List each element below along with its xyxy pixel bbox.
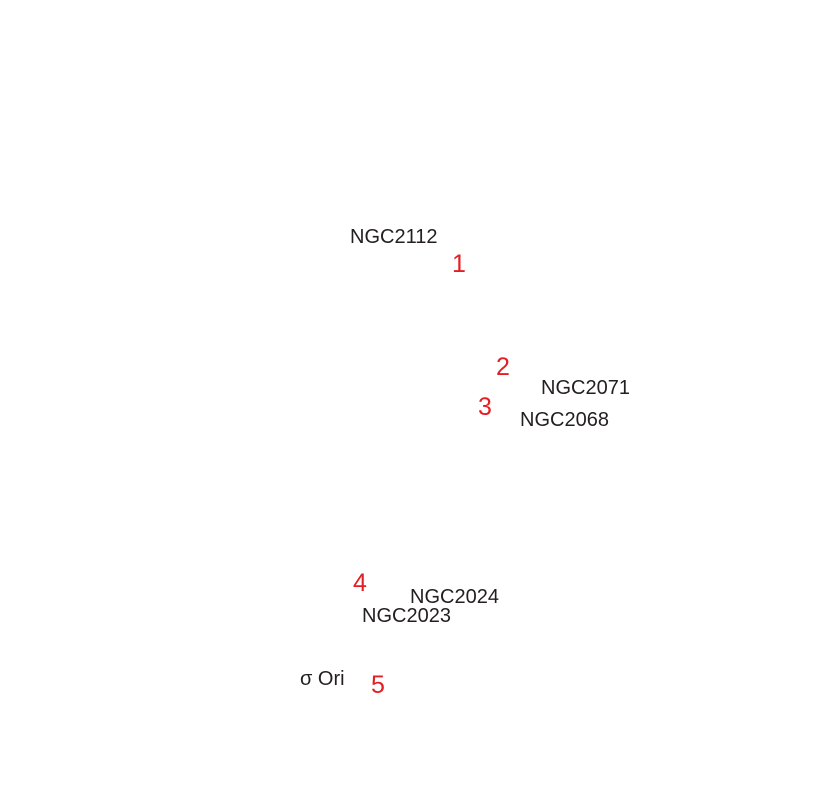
region-number-1: 1 bbox=[452, 250, 466, 278]
region-number-3: 3 bbox=[478, 393, 492, 421]
label-ngc2068: NGC2068 bbox=[520, 409, 609, 431]
label-ngc2071: NGC2071 bbox=[541, 377, 630, 399]
label-ngc2024: NGC2024 bbox=[410, 586, 499, 608]
region-number-4: 4 bbox=[353, 569, 367, 597]
label-ngc2112: NGC2112 bbox=[350, 226, 438, 248]
label-sigma-ori: σ Ori bbox=[300, 668, 345, 690]
region-number-2: 2 bbox=[496, 353, 510, 381]
label-ngc2023: NGC2023 bbox=[362, 605, 451, 627]
region-number-5: 5 bbox=[371, 671, 385, 699]
